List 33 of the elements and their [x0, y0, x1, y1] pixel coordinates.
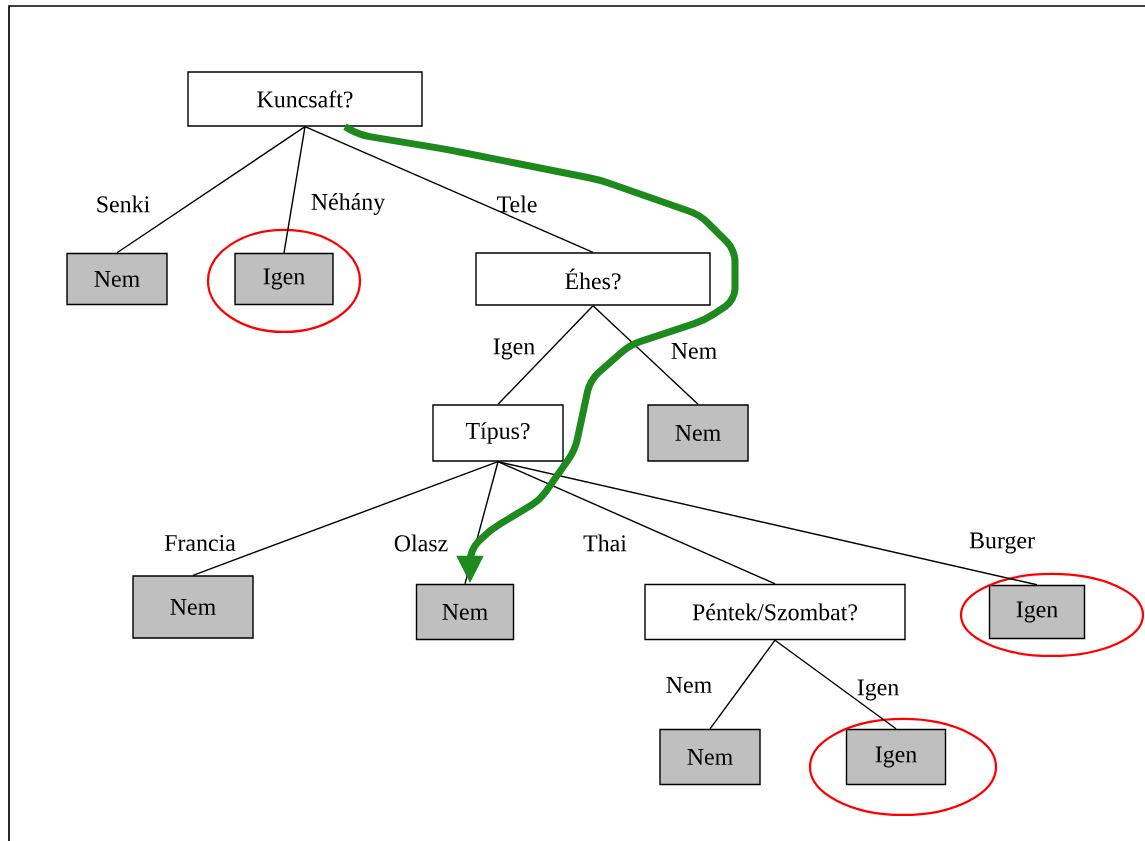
edge-label: Thai	[583, 534, 627, 552]
edge-label: Francia	[164, 534, 236, 552]
edge-label: Nem	[666, 677, 712, 693]
edge-label: Olasz	[394, 534, 448, 552]
tree-branch	[304, 126, 594, 253]
edge-label: Igen	[857, 679, 899, 701]
edge-label: Nem	[671, 343, 717, 359]
answer-box: Igen	[988, 584, 1086, 640]
question-box: Éhes?	[475, 252, 711, 306]
edge-label: Tele	[497, 195, 537, 213]
tree-branch	[116, 126, 306, 254]
edge-label: Senki	[97, 195, 150, 213]
tree-branch	[283, 126, 306, 254]
answer-box: Nem	[66, 252, 168, 306]
answer-box: Nem	[647, 404, 749, 462]
question-box: Kuncsaft?	[187, 71, 423, 127]
answer-box: Nem	[132, 575, 254, 639]
tree-branch	[497, 461, 776, 585]
answer-box: Nem	[659, 728, 761, 786]
edge-label: Néhány	[311, 193, 386, 215]
answer-box: Igen	[845, 728, 947, 786]
edge-label: Igen	[493, 338, 535, 360]
tree-branch	[774, 639, 897, 730]
answer-box: Nem	[415, 583, 515, 641]
question-box: Péntek/Szombat?	[644, 583, 906, 641]
tree-branch	[497, 461, 1038, 586]
tree-branch	[592, 305, 699, 405]
edge-label: Burger	[969, 532, 1035, 554]
question-box: Típus?	[432, 404, 564, 462]
tree-branch	[192, 461, 499, 576]
answer-box: Igen	[234, 252, 334, 306]
tree-branch	[709, 639, 776, 730]
tree-branch	[497, 305, 594, 405]
